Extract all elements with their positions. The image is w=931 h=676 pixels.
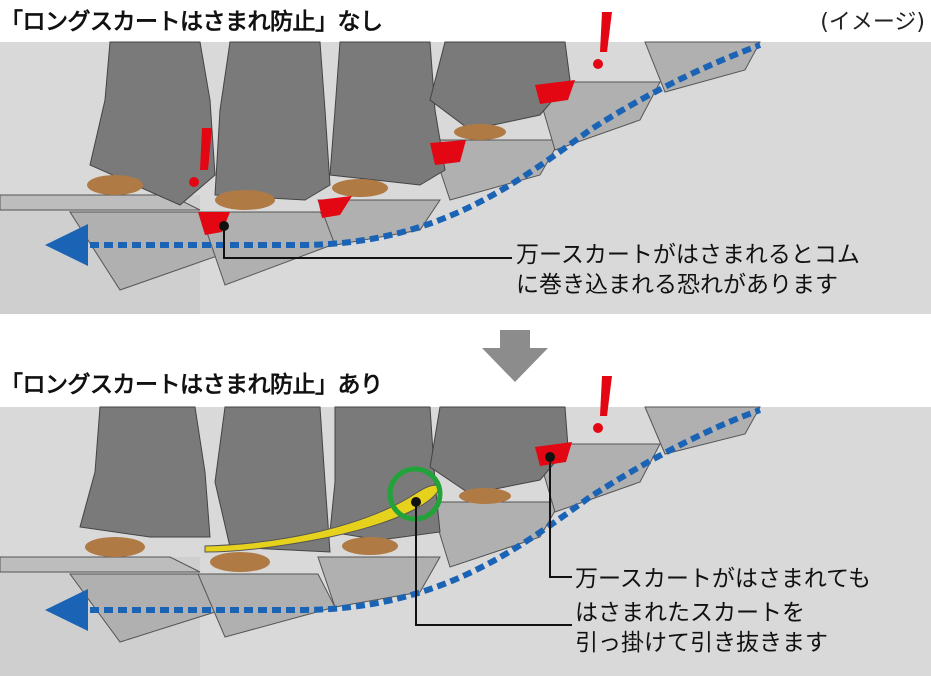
title-with-guard: 「ロングスカートはさまれ防止」あり — [0, 372, 383, 398]
callout-risk: 万ースカートがはさまれるとコム に巻き込まれる恐れがあります — [516, 242, 860, 298]
escalator-illustration-bottom — [0, 376, 931, 676]
without-guard-panel: 「ロングスカートはさまれ防止」なし (イメージ) 万ースカートがはさまれるとコム… — [0, 0, 931, 330]
with-guard-panel: 「ロングスカートはさまれ防止」あり — [0, 362, 931, 676]
image-note: (イメージ) — [820, 10, 925, 35]
callout-pulled-out: はさまれたスカートを 引っ掛けて引き抜きます — [575, 600, 828, 656]
title-without-guard: 「ロングスカートはさまれ防止」なし — [0, 9, 383, 35]
escalator-illustration-top — [0, 12, 931, 314]
callout-caught: 万ースカートがはさまれても — [575, 566, 872, 592]
